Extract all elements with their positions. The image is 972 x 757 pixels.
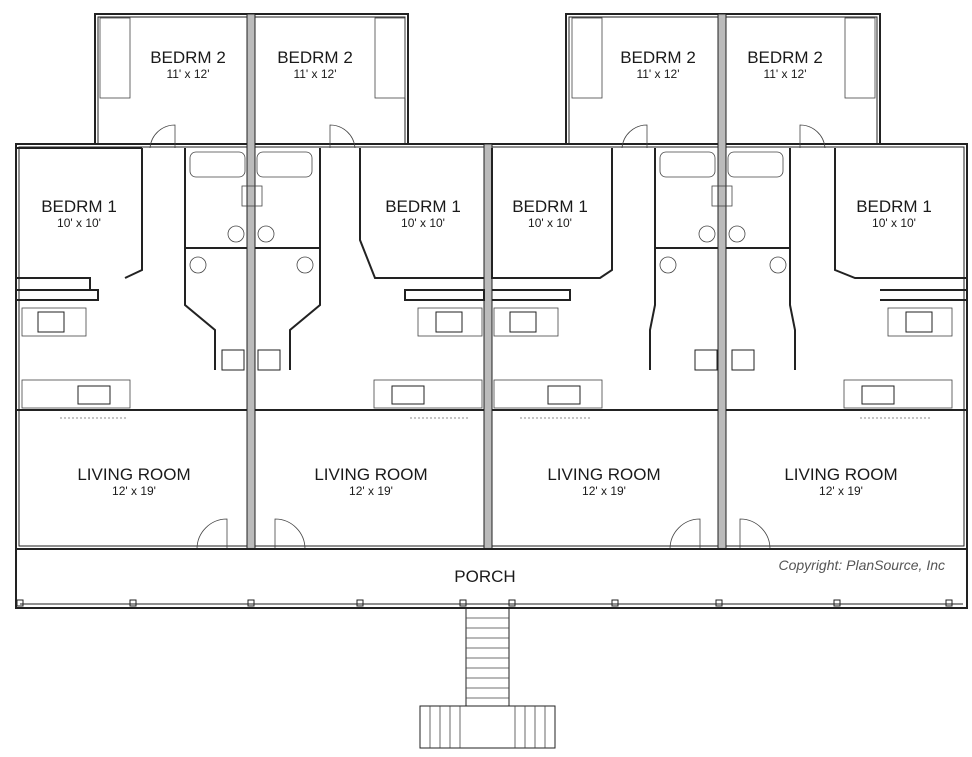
u1-bedroom1-size: 10' x 10' [57, 216, 101, 230]
u4-living-name: LIVING ROOM [784, 465, 897, 484]
laundry [221, 349, 755, 371]
u2-living-size: 12' x 19' [349, 484, 393, 498]
u4-bedroom1-size: 10' x 10' [872, 216, 916, 230]
porch-label: PORCH [454, 567, 515, 586]
u1-living-name: LIVING ROOM [77, 465, 190, 484]
closets [99, 17, 876, 99]
u4-living-size: 12' x 19' [819, 484, 863, 498]
u2-bedroom2-name: BEDRM 2 [277, 48, 353, 67]
u1-bedroom2-size: 11' x 12' [166, 67, 209, 81]
copyright-text: Copyright: PlanSource, Inc [778, 557, 945, 573]
u4-bedroom2-size: 11' x 12' [763, 67, 806, 81]
u2-bedroom1-name: BEDRM 1 [385, 197, 461, 216]
u1-bedroom1-name: BEDRM 1 [41, 197, 117, 216]
u3-bedroom2-size: 11' x 12' [636, 67, 679, 81]
u3-bedroom2-name: BEDRM 2 [620, 48, 696, 67]
u4-bedroom1-name: BEDRM 1 [856, 197, 932, 216]
porch-posts [16, 599, 953, 607]
u3-living-name: LIVING ROOM [547, 465, 660, 484]
u3-bedroom1-name: BEDRM 1 [512, 197, 588, 216]
kitchens [21, 307, 953, 419]
u2-living-name: LIVING ROOM [314, 465, 427, 484]
u3-living-size: 12' x 19' [582, 484, 626, 498]
u1-living-size: 12' x 19' [112, 484, 156, 498]
u4-bedroom2-name: BEDRM 2 [747, 48, 823, 67]
u2-bedroom1-size: 10' x 10' [401, 216, 445, 230]
u1-bedroom2-name: BEDRM 2 [150, 48, 226, 67]
interior-walls [16, 147, 968, 411]
water-heaters [189, 256, 787, 274]
front-steps [419, 607, 556, 749]
bath-fixtures [189, 151, 784, 243]
u3-bedroom1-size: 10' x 10' [528, 216, 572, 230]
door-swings [149, 124, 826, 550]
u2-bedroom2-size: 11' x 12' [293, 67, 336, 81]
